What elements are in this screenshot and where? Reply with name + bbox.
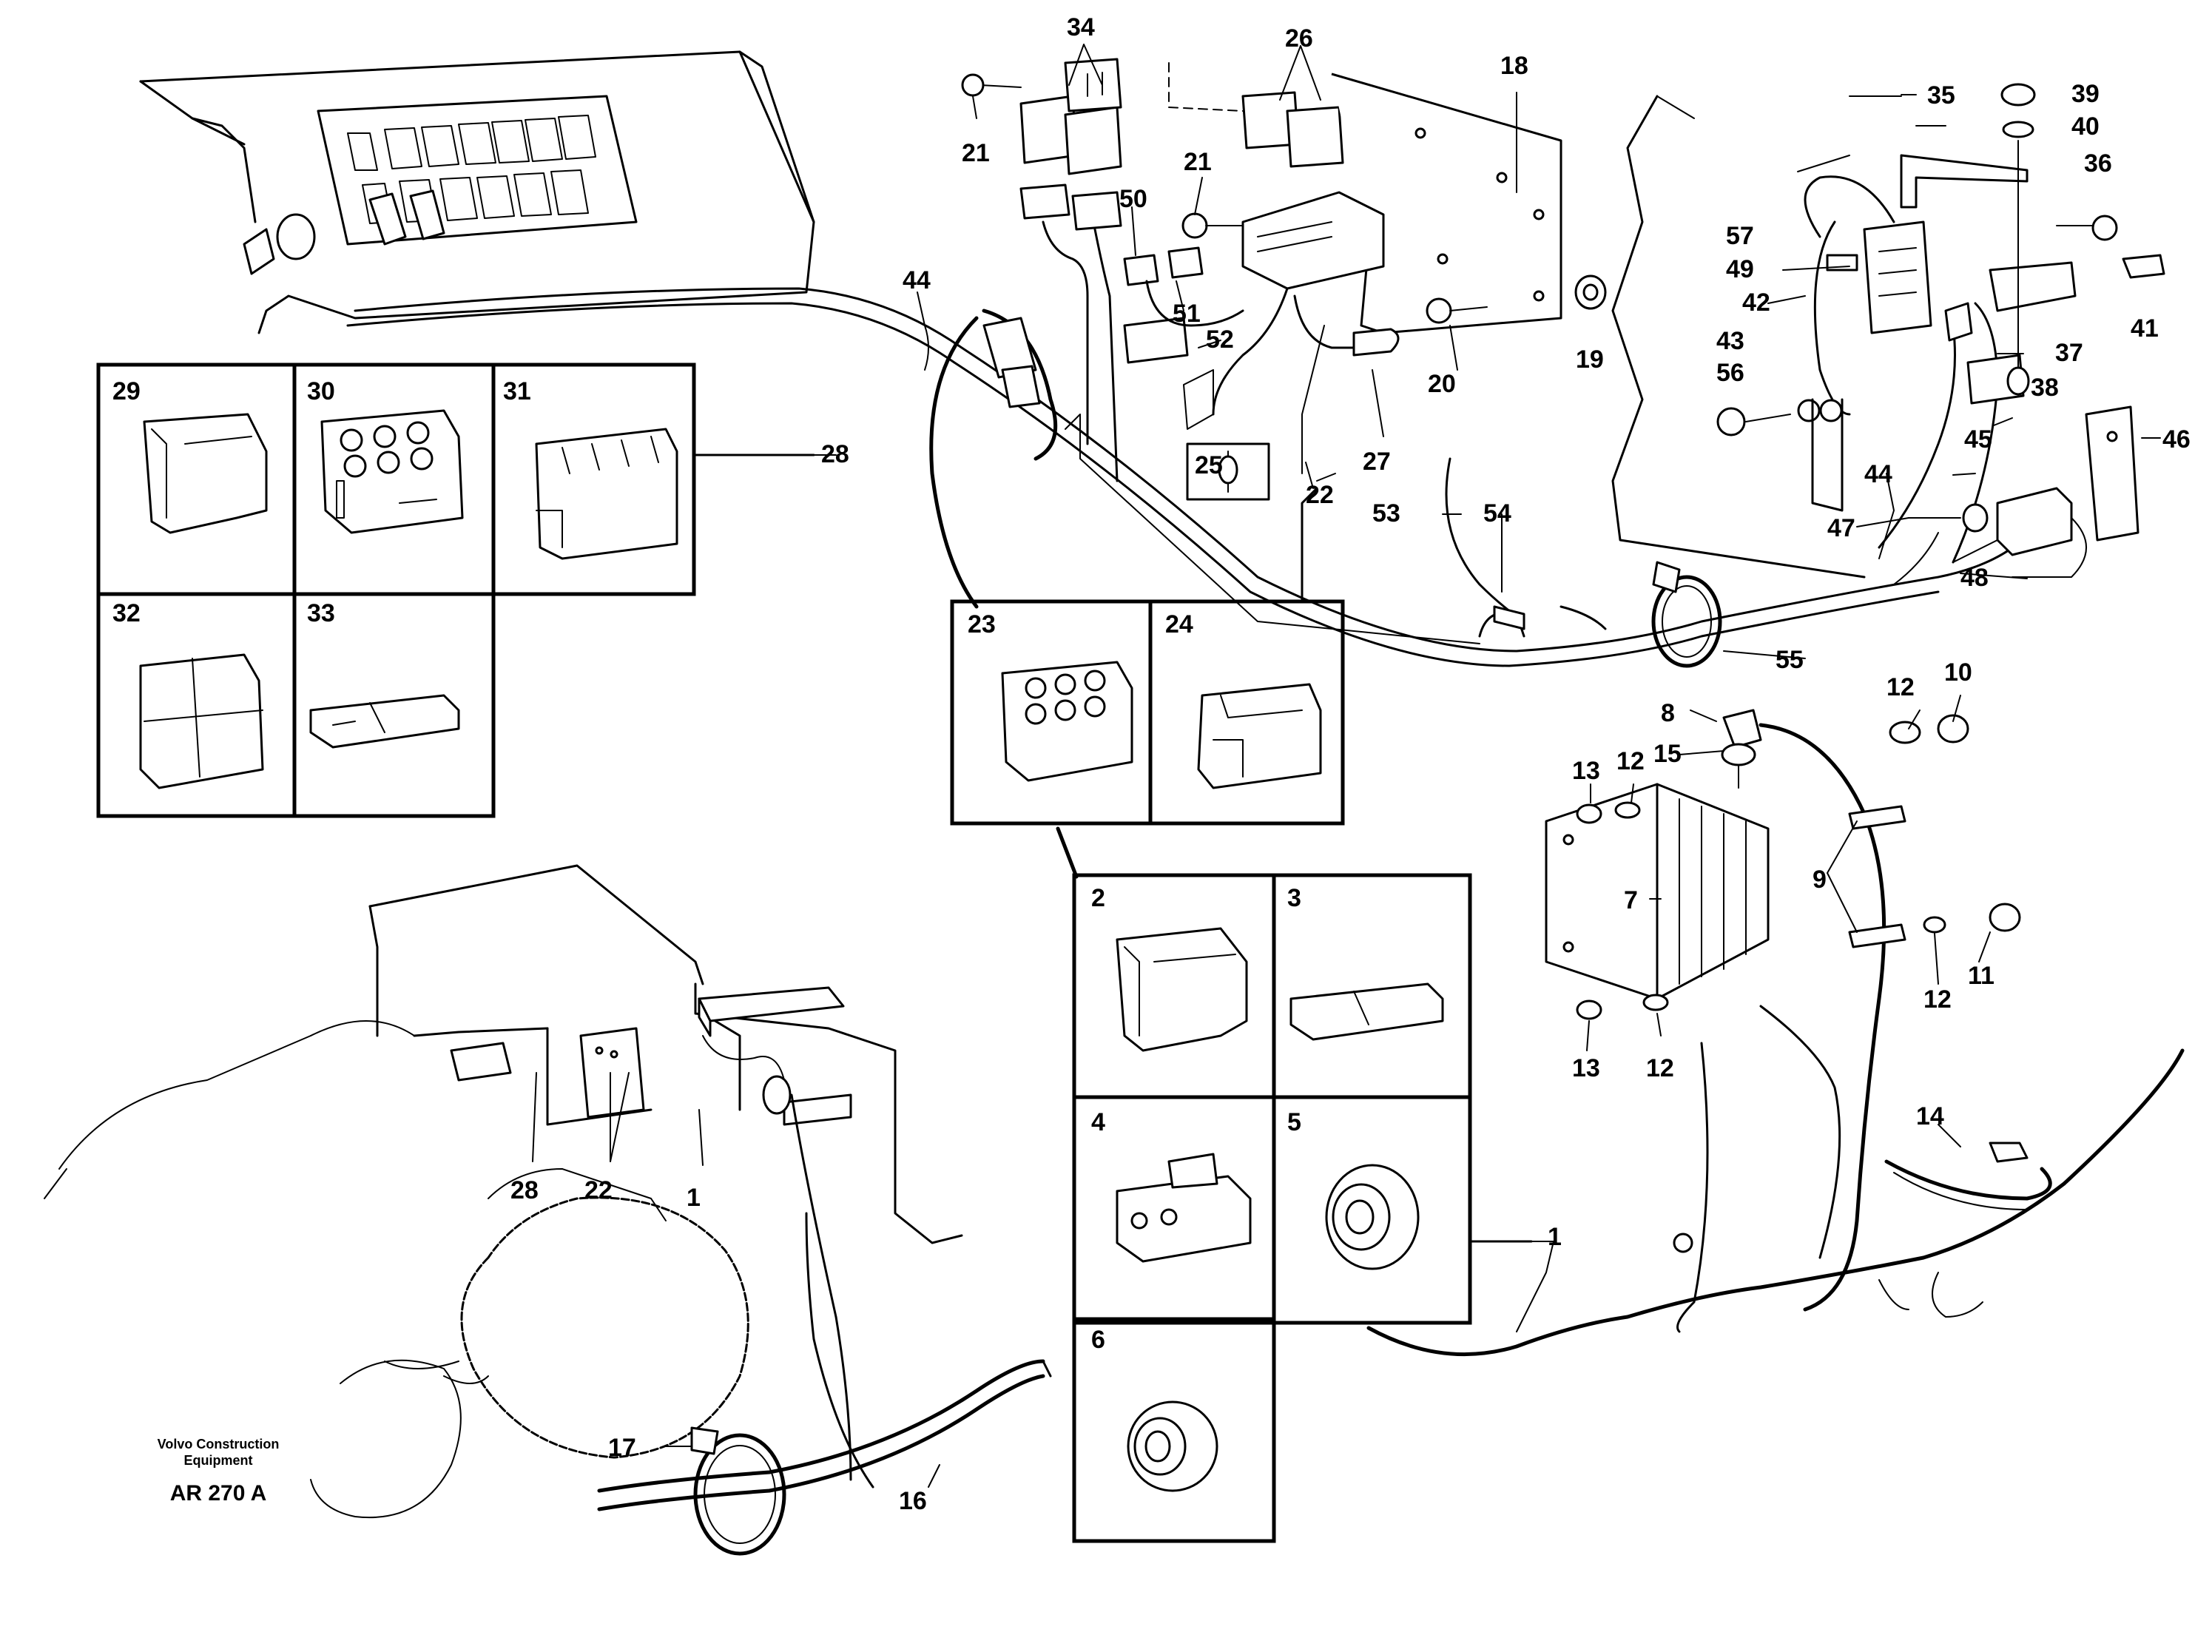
wire-53-54 (1445, 457, 1607, 630)
callout-1a: 1 (687, 1184, 701, 1212)
callout-13b: 13 (1572, 1054, 1600, 1082)
callout-2: 2 (1091, 884, 1105, 912)
callout-15: 15 (1653, 740, 1682, 768)
main-harness (346, 287, 2043, 667)
bolts (1181, 212, 1607, 324)
callout-29: 29 (112, 377, 141, 405)
relays-34 (961, 58, 1122, 482)
callout-51: 51 (1173, 300, 1201, 328)
callout-4: 4 (1091, 1108, 1105, 1136)
callout-21a: 21 (962, 139, 990, 167)
figure-code: AR 270 A (170, 1481, 267, 1506)
harness-1 (1366, 1048, 2185, 1357)
callout-33: 33 (307, 599, 335, 627)
callout-37: 37 (2055, 339, 2083, 367)
callout-40: 40 (2071, 112, 2100, 141)
callout-43: 43 (1716, 327, 1744, 355)
callout-44b: 44 (1864, 460, 1892, 488)
connector-box-23-24 (950, 369, 1345, 826)
callout-41: 41 (2131, 314, 2159, 343)
callout-32: 32 (112, 599, 141, 627)
mounting-plate (1212, 73, 1562, 416)
callout-6: 6 (1091, 1326, 1105, 1354)
callout-12c: 12 (1923, 985, 1952, 1014)
callout-47: 47 (1827, 514, 1855, 542)
callout-1b: 1 (1548, 1223, 1562, 1251)
callout-57: 57 (1726, 222, 1754, 250)
callout-27: 27 (1363, 448, 1391, 476)
callouts: 34 26 18 21 21 50 51 52 44 28 25 22 27 2… (112, 13, 2191, 1515)
callout-3: 3 (1287, 884, 1301, 912)
callout-12d: 12 (1646, 1054, 1674, 1082)
pipe-16 (597, 1093, 1052, 1556)
callout-8: 8 (1661, 699, 1675, 727)
callout-21b: 21 (1184, 148, 1212, 176)
callout-18: 18 (1500, 52, 1528, 80)
callout-22a: 22 (1306, 481, 1334, 509)
callout-55: 55 (1776, 646, 1804, 674)
callout-44a: 44 (903, 266, 931, 294)
callout-46: 46 (2162, 425, 2191, 454)
callout-19: 19 (1576, 345, 1604, 374)
module-7 (1545, 709, 2021, 1333)
callout-14: 14 (1916, 1102, 1944, 1130)
callout-12a: 12 (1886, 673, 1915, 701)
cable-tie-14 (1884, 1142, 2052, 1210)
callout-20: 20 (1428, 370, 1456, 398)
callout-26: 26 (1285, 24, 1313, 53)
callout-23: 23 (968, 610, 996, 638)
callout-36: 36 (2084, 149, 2112, 178)
cable-tie-55 (1651, 561, 1722, 668)
callout-28b: 28 (510, 1176, 539, 1204)
callout-53: 53 (1372, 499, 1400, 527)
callout-7: 7 (1624, 886, 1638, 914)
callout-16: 16 (899, 1487, 927, 1515)
figure-caption: Volvo Construction Equipment AR 270 A (158, 1437, 280, 1506)
connector-box-2-6 (1056, 826, 1533, 1543)
callout-35: 35 (1927, 81, 1955, 109)
callout-11: 11 (1968, 962, 1994, 990)
callout-54: 54 (1483, 499, 1511, 527)
callout-42: 42 (1742, 289, 1770, 317)
callout-45: 45 (1964, 425, 1992, 454)
callout-30: 30 (307, 377, 335, 405)
caption-line-1: Volvo Construction (158, 1437, 280, 1452)
callout-5: 5 (1287, 1108, 1301, 1136)
callout-50: 50 (1119, 185, 1147, 213)
callout-10: 10 (1944, 658, 1972, 687)
instrument-panel (139, 50, 815, 334)
callout-34: 34 (1067, 13, 1095, 41)
callout-49: 49 (1726, 255, 1754, 283)
callout-52: 52 (1206, 326, 1234, 354)
callout-31: 31 (503, 377, 531, 405)
connectors-50-52 (1123, 246, 1244, 364)
harness-loop-left (929, 309, 1058, 609)
callout-24: 24 (1165, 610, 1193, 638)
machine-sketch (44, 864, 963, 1519)
callout-17: 17 (608, 1434, 636, 1462)
callout-9: 9 (1813, 866, 1827, 894)
caption-line-2: Equipment (184, 1453, 253, 1468)
relays-26 (1168, 62, 1344, 168)
callout-12b: 12 (1616, 747, 1645, 775)
connector-box-29-33 (96, 363, 815, 818)
callout-25: 25 (1195, 451, 1223, 479)
callout-39: 39 (2071, 80, 2100, 108)
callout-13a: 13 (1572, 757, 1600, 785)
callout-22b: 22 (584, 1176, 613, 1204)
callout-48: 48 (1960, 564, 1989, 592)
leader-lines (532, 44, 2161, 1488)
right-bulkhead (1611, 83, 2165, 579)
callout-38: 38 (2031, 374, 2059, 402)
callout-28a: 28 (821, 440, 849, 468)
callout-56: 56 (1716, 359, 1744, 387)
